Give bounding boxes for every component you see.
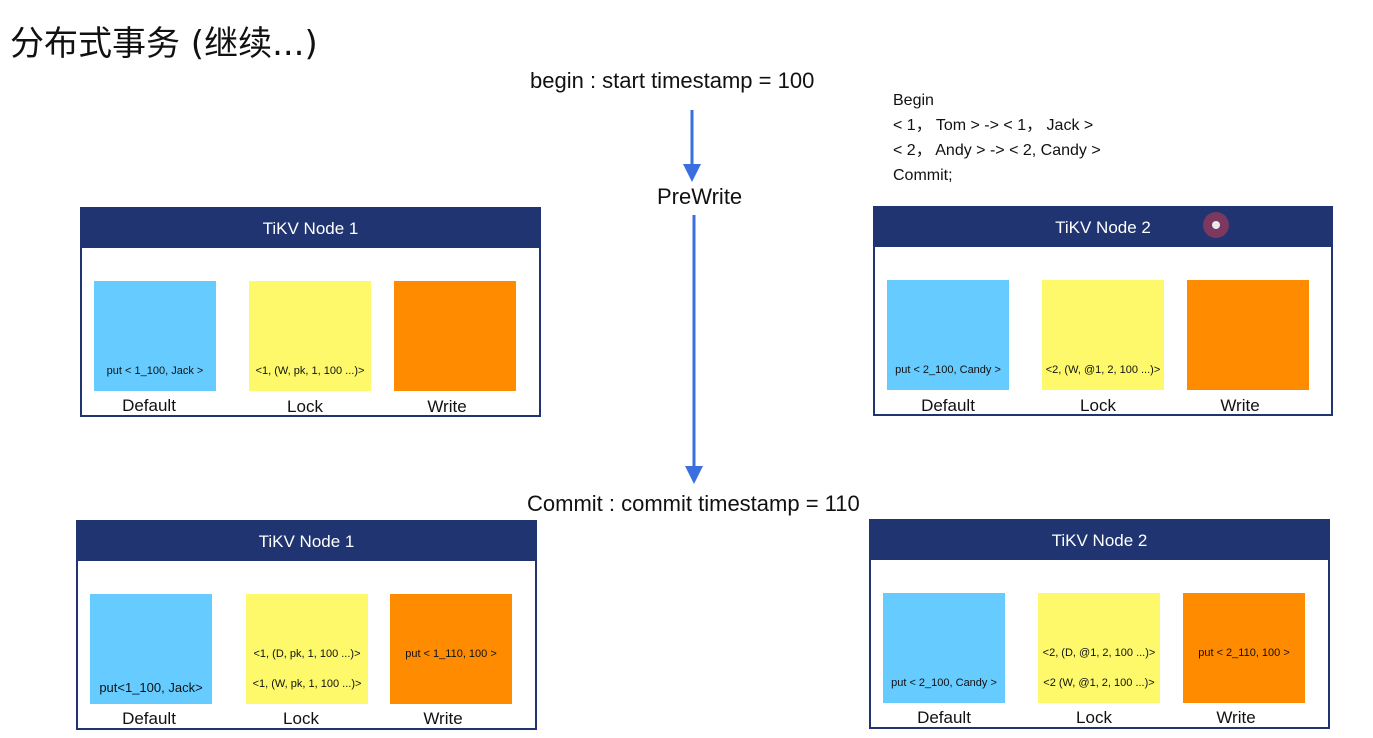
write-entry: put < 2_110, 100 >: [1198, 647, 1290, 659]
node-header: TiKV Node 2: [871, 521, 1328, 560]
default-entry: put<1_100, Jack>: [99, 680, 203, 695]
transaction-line: Begin: [893, 92, 934, 109]
transaction-code: Begin < 1， Tom > -> < 1， Jack > < 2， And…: [893, 88, 1101, 188]
lock-entry: <1, (D, pk, 1, 100 ...)>: [253, 648, 361, 660]
write-entry: put < 1_110, 100 >: [405, 648, 497, 660]
lock-cf-box: <1, (D, pk, 1, 100 ...)> <1, (W, pk, 1, …: [246, 594, 368, 704]
write-cf-box: [394, 281, 516, 391]
prewrite-tikv-node-2: TiKV Node 2 put < 2_100, Candy > <2, (W,…: [873, 206, 1333, 416]
lock-cf-box: <2, (D, @1, 2, 100 ...)> <2 (W, @1, 2, 1…: [1038, 593, 1160, 703]
lock-entry: <2, (W, @1, 2, 100 ...)>: [1045, 364, 1161, 376]
prewrite-step-label: PreWrite: [657, 184, 743, 209]
default-label: Default: [122, 709, 176, 728]
default-label: Default: [921, 396, 975, 415]
transaction-line: < 1， Tom > -> < 1， Jack >: [893, 117, 1094, 134]
default-cf-box: put<1_100, Jack>: [90, 594, 212, 704]
default-cf-box: put < 1_100, Jack >: [94, 281, 216, 391]
default-entry: put < 2_100, Candy >: [891, 677, 997, 689]
write-label: Write: [423, 709, 463, 728]
prewrite-tikv-node-1: TiKV Node 1 put < 1_100, Jack > <1, (W, …: [80, 207, 541, 417]
begin-step-label: begin : start timestamp = 100: [530, 68, 815, 93]
arrow-begin-to-prewrite: [683, 110, 701, 182]
lock-cf-box: <2, (W, @1, 2, 100 ...)>: [1042, 280, 1164, 390]
node-header: TiKV Node 2: [875, 208, 1331, 247]
default-cf-box: put < 2_100, Candy >: [887, 280, 1009, 390]
write-cf-box: [1187, 280, 1309, 390]
write-cf-box: put < 2_110, 100 >: [1183, 593, 1305, 703]
lock-label: Lock: [287, 397, 323, 416]
write-cf-box: put < 1_110, 100 >: [390, 594, 512, 704]
transaction-line: Commit;: [893, 167, 953, 184]
default-label: Default: [917, 708, 971, 727]
lock-entry: <1, (W, pk, 1, 100 ...)>: [252, 678, 362, 690]
write-label: Write: [1216, 708, 1256, 727]
node-header: TiKV Node 1: [78, 522, 535, 561]
slide-title: 分布式事务 (继续...): [10, 24, 318, 64]
lock-cf-box: <1, (W, pk, 1, 100 ...)>: [249, 281, 371, 391]
commit-step-label: Commit : commit timestamp = 110: [527, 491, 860, 516]
write-label: Write: [1220, 396, 1260, 415]
commit-tikv-node-2: TiKV Node 2 put < 2_100, Candy > <2, (D,…: [869, 519, 1330, 729]
lock-entry: <1, (W, pk, 1, 100 ...)>: [255, 365, 365, 377]
commit-tikv-node-1: TiKV Node 1 put<1_100, Jack> <1, (D, pk,…: [76, 520, 537, 730]
transaction-line: < 2， Andy > -> < 2, Candy >: [893, 142, 1101, 159]
default-cf-box: put < 2_100, Candy >: [883, 593, 1005, 703]
cursor-indicator: [1203, 212, 1229, 238]
node-header: TiKV Node 1: [82, 209, 539, 248]
lock-entry: <2 (W, @1, 2, 100 ...)>: [1043, 677, 1155, 689]
default-label: Default: [122, 396, 176, 415]
lock-label: Lock: [1080, 396, 1116, 415]
write-label: Write: [427, 397, 467, 416]
lock-entry: <2, (D, @1, 2, 100 ...)>: [1042, 647, 1156, 659]
default-entry: put < 1_100, Jack >: [106, 365, 204, 377]
default-entry: put < 2_100, Candy >: [895, 364, 1001, 376]
arrow-prewrite-to-commit: [685, 215, 703, 484]
lock-label: Lock: [1076, 708, 1112, 727]
lock-label: Lock: [283, 709, 319, 728]
